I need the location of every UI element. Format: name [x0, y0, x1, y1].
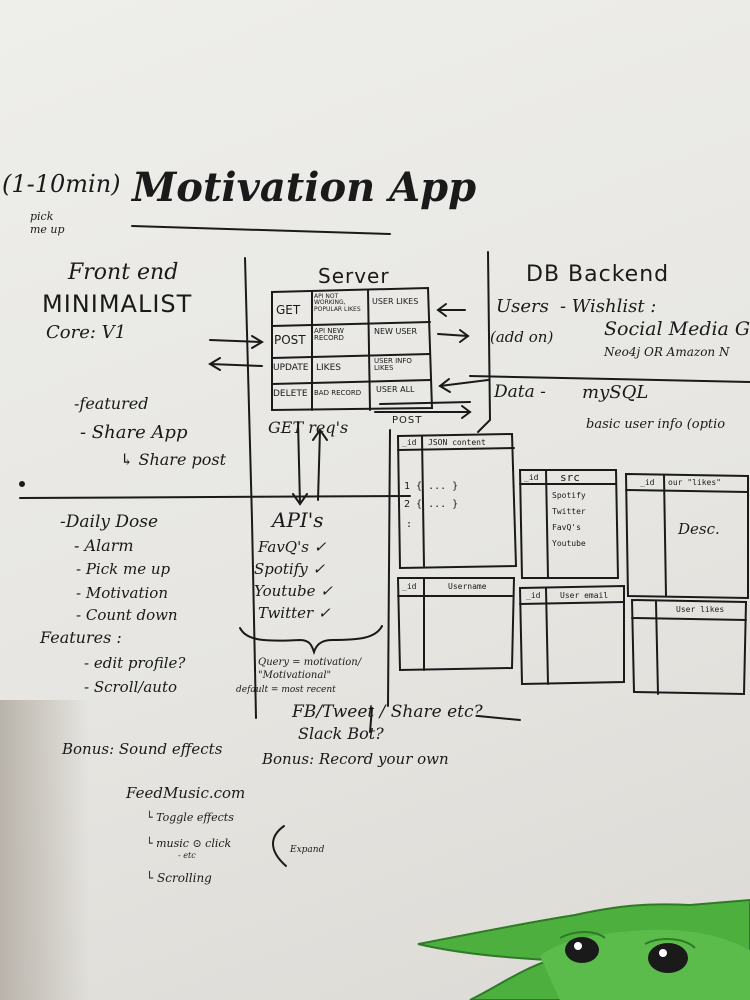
- table-header: _id: [402, 582, 417, 591]
- features-label: Features :: [40, 628, 122, 647]
- table-header: Username: [448, 582, 487, 591]
- table-row: FavQ's: [552, 523, 581, 532]
- server-cell: USER ALL: [376, 385, 415, 394]
- server-cell: DELETE: [273, 389, 308, 399]
- db-neo: Neo4j OR Amazon N: [604, 345, 730, 359]
- table-header: _id: [524, 473, 539, 482]
- table-header: _id: [640, 478, 655, 487]
- table-header: our "likes": [668, 478, 721, 487]
- table-header: User email: [560, 591, 609, 600]
- api-extras: Slack Bot?: [298, 724, 384, 743]
- db-users: Users: [496, 296, 549, 317]
- api-query: Query = motivation/ "Motivational": [258, 657, 362, 681]
- db-social: Social Media G: [604, 318, 750, 340]
- page-title: Motivation App: [132, 164, 477, 211]
- server-heading: Server: [318, 264, 390, 288]
- title-note: pick me up: [30, 210, 65, 237]
- server-cell: POST: [274, 333, 306, 347]
- table-row: :: [406, 519, 413, 530]
- share-post: ↳ Share post: [120, 450, 227, 469]
- db-mysql: mySQL: [582, 382, 649, 403]
- frontend-heading: Front end: [68, 260, 179, 285]
- frontend-style: MINIMALIST: [42, 290, 193, 318]
- table-header: _id: [402, 438, 417, 447]
- featured-label: -featured: [74, 394, 149, 413]
- db-basic: basic user info (optio: [586, 417, 726, 432]
- feature-sub-item: - Scroll/auto: [84, 678, 178, 696]
- post-label: POST: [392, 415, 423, 426]
- api-item: Twitter ✓: [258, 604, 331, 622]
- bonus-right: Bonus: Record your own: [262, 750, 449, 768]
- bonus-scrolling: └ Scrolling: [146, 871, 212, 885]
- server-cell: API NOT WORKING, POPULAR LIKES: [314, 293, 361, 313]
- api-item: Youtube ✓: [254, 582, 333, 600]
- bonus-etc: - etc: [178, 851, 196, 860]
- share-app: - Share App: [80, 422, 188, 443]
- server-cell: USER INFO LIKES: [374, 357, 412, 373]
- table-row: Twitter: [552, 507, 586, 516]
- feature-item: - Alarm: [74, 536, 134, 555]
- bonus-music: └ music ⊙ click: [146, 837, 232, 850]
- title-time: (1-10min): [2, 170, 121, 198]
- server-cell: BAD RECORD: [314, 389, 362, 397]
- wall-shadow: [0, 700, 90, 1000]
- table-row: Youtube: [552, 539, 586, 548]
- table-row: 1 { ... }: [404, 481, 459, 492]
- table-header: _id: [526, 591, 541, 600]
- table-header: User likes: [676, 605, 725, 614]
- server-cell: UPDATE: [273, 363, 309, 373]
- server-cell: GET: [276, 303, 301, 317]
- frontend-core: Core: V1: [46, 322, 127, 343]
- bonus-site: FeedMusic.com: [126, 784, 246, 802]
- api-default: default = most recent: [236, 685, 336, 695]
- db-wishlist: - Wishlist :: [560, 296, 657, 317]
- bonus-expand: Expand: [290, 845, 325, 855]
- server-cell: NEW USER: [374, 327, 418, 336]
- server-cell: LIKES: [316, 363, 341, 373]
- apis-heading: API's: [272, 508, 324, 532]
- bonus-toggle: └ Toggle effects: [146, 811, 234, 824]
- feature-item: -Daily Dose: [60, 512, 159, 532]
- api-item: FavQ's ✓: [258, 538, 327, 556]
- table-row: 2 { ... }: [404, 499, 459, 510]
- table-header: src: [560, 471, 580, 484]
- table-header: JSON content: [428, 438, 486, 447]
- bonus-left: Bonus: Sound effects: [62, 740, 223, 758]
- server-cell: USER LIKES: [372, 297, 419, 306]
- server-cell: API NEW RECORD: [314, 327, 344, 343]
- feature-item: - Pick me up: [76, 560, 171, 578]
- table-row: Spotify: [552, 491, 586, 500]
- feature-item: - Motivation: [76, 584, 168, 602]
- api-extras: FB/Tweet / Share etc?: [292, 702, 483, 722]
- feature-sub-item: - edit profile?: [84, 654, 186, 672]
- get-reqs: GET req's: [268, 418, 349, 437]
- db-heading: DB Backend: [526, 262, 670, 287]
- table-desc: Desc.: [678, 520, 720, 538]
- feature-item: - Count down: [76, 606, 178, 624]
- api-item: Spotify ✓: [254, 560, 326, 578]
- db-add-on: (add on): [490, 328, 554, 346]
- db-data: Data -: [494, 382, 546, 402]
